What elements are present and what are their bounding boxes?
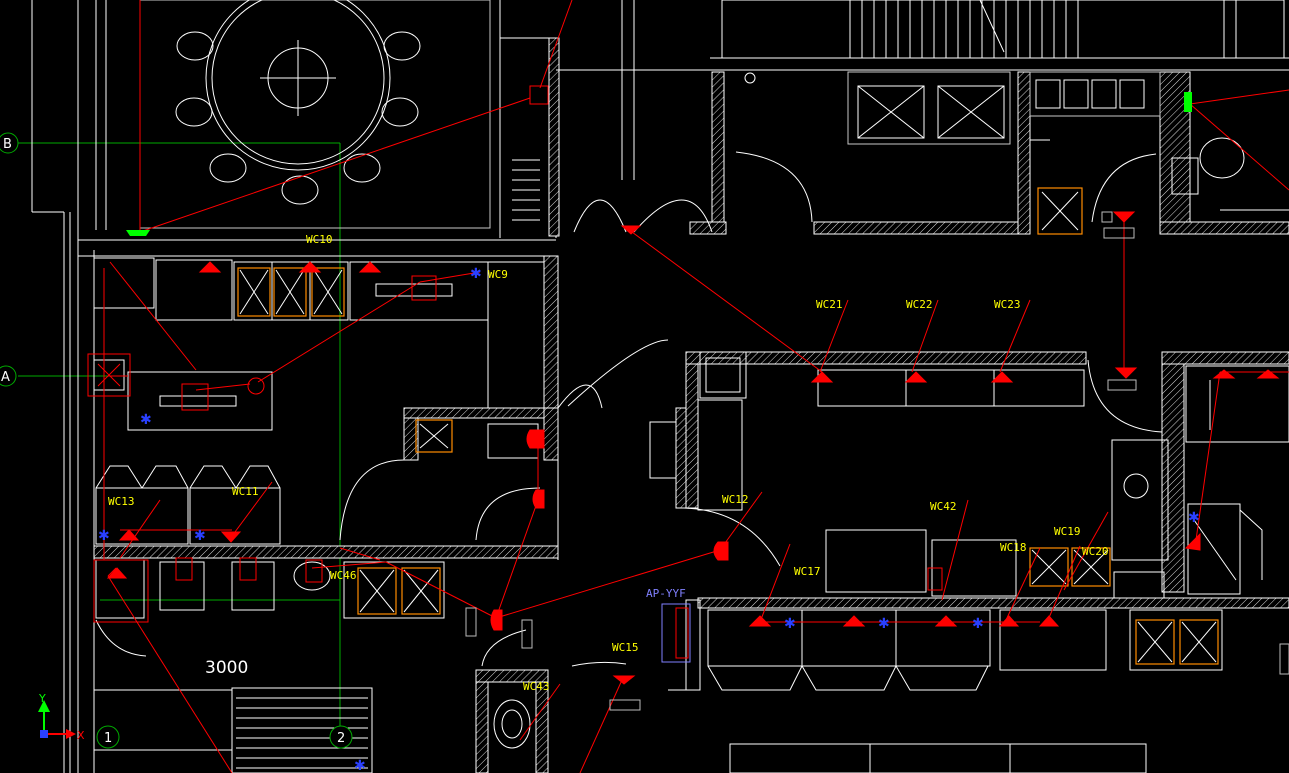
tag-wc10[interactable]: WC10 bbox=[306, 233, 333, 246]
small-devices bbox=[465, 211, 1289, 711]
grid-bubble-1[interactable]: 1 bbox=[96, 725, 120, 749]
tag-wc42[interactable]: WC42 bbox=[930, 500, 957, 513]
tag-wc18[interactable]: WC18 bbox=[1000, 541, 1027, 554]
grid-label-b: B bbox=[3, 137, 12, 152]
svg-text:✱: ✱ bbox=[784, 616, 796, 632]
tag-wc12[interactable]: WC12 bbox=[722, 493, 749, 506]
grid-bubble-a[interactable]: A bbox=[0, 365, 17, 387]
svg-text:✱: ✱ bbox=[470, 266, 482, 282]
tag-wc17[interactable]: WC17 bbox=[794, 565, 821, 578]
svg-text:✱: ✱ bbox=[972, 616, 984, 632]
tag-wc21[interactable]: WC21 bbox=[816, 298, 843, 311]
middle-partition bbox=[339, 407, 559, 541]
grid-bubble-2[interactable]: 2 bbox=[329, 725, 353, 749]
svg-text:✱: ✱ bbox=[140, 412, 152, 428]
grid-lines bbox=[18, 142, 341, 728]
center-top-walls bbox=[78, 0, 710, 257]
grid-label-1: 1 bbox=[104, 731, 112, 746]
access-point[interactable]: AP-YYF bbox=[646, 587, 691, 663]
circuit-tags: WC10 WC9 WC21 WC22 WC23 WC13 WC11 WC12 W… bbox=[108, 233, 1109, 693]
red-box-markers bbox=[87, 353, 131, 397]
dimension-text: 3000 bbox=[205, 658, 248, 678]
right-middle-equipment bbox=[697, 439, 1289, 773]
blue-markers: ✱ ✱ ✱ ✱ ✱ ✱ ✱ ✱ ✱ bbox=[98, 266, 1200, 773]
left-exterior-walls bbox=[31, 0, 107, 773]
svg-text:✱: ✱ bbox=[194, 528, 206, 544]
grid-label-a: A bbox=[1, 370, 10, 385]
tag-wc23[interactable]: WC23 bbox=[994, 298, 1021, 311]
svg-text:✱: ✱ bbox=[354, 758, 366, 773]
tag-wc19[interactable]: WC19 bbox=[1054, 525, 1081, 538]
tag-wc9[interactable]: WC9 bbox=[488, 268, 508, 281]
green-symbols bbox=[126, 92, 1192, 236]
stairs bbox=[710, 0, 1289, 71]
round-dining-table bbox=[139, 0, 491, 230]
tag-wc46[interactable]: WC46 bbox=[330, 569, 357, 582]
tag-wc20[interactable]: WC20 bbox=[1082, 545, 1109, 558]
kitchen-upper-left bbox=[87, 255, 603, 431]
ucs-x-label: X bbox=[77, 729, 85, 742]
grid-bubble-b[interactable]: B bbox=[0, 132, 19, 154]
grid-label-2: 2 bbox=[337, 731, 345, 746]
access-point-label: AP-YYF bbox=[646, 587, 686, 600]
fixture-symbols bbox=[106, 211, 1280, 685]
wiring-lines bbox=[93, 0, 1289, 773]
center-corridor bbox=[557, 339, 1289, 595]
svg-text:✱: ✱ bbox=[98, 528, 110, 544]
lower-left-tables bbox=[93, 465, 559, 773]
top-right-rooms bbox=[573, 71, 1289, 235]
tag-wc13[interactable]: WC13 bbox=[108, 495, 135, 508]
svg-text:✱: ✱ bbox=[878, 616, 890, 632]
svg-text:✱: ✱ bbox=[1188, 510, 1200, 526]
lower-center bbox=[475, 599, 701, 773]
ucs-icon: Y X bbox=[38, 692, 85, 742]
ucs-y-label: Y bbox=[38, 692, 46, 705]
tag-wc43[interactable]: WC43 bbox=[523, 680, 550, 693]
tag-wc22[interactable]: WC22 bbox=[906, 298, 933, 311]
tag-wc15[interactable]: WC15 bbox=[612, 641, 639, 654]
tag-wc11[interactable]: WC11 bbox=[232, 485, 259, 498]
